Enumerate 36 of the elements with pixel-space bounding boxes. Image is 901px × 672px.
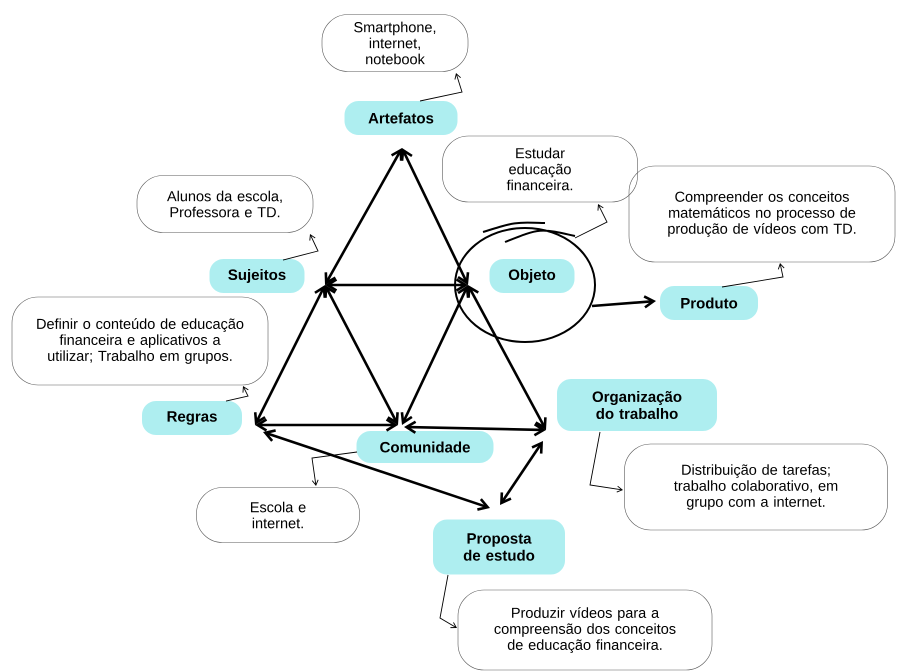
- term-label: Proposta de estudo: [433, 520, 565, 574]
- leader-line: [226, 386, 249, 402]
- term-label: Produto: [660, 286, 758, 320]
- speech-bubble: Produzir vídeos para a compreensão dos conceitos de educação financeira.: [458, 590, 712, 670]
- term-label: Sujeitos: [210, 259, 304, 293]
- term-label: Organização do trabalho: [557, 379, 717, 431]
- leader-line: [312, 452, 358, 486]
- leader-line: [440, 574, 457, 628]
- leader-line: [589, 432, 624, 493]
- term-label: Comunidade: [356, 431, 494, 463]
- speech-bubble: Escola e internet.: [196, 487, 360, 543]
- arrow: [592, 295, 656, 308]
- arrow: [254, 285, 326, 426]
- term-label: Regras: [142, 401, 242, 435]
- arrow: [324, 148, 402, 285]
- speech-bubble: Smartphone, internet, notebook: [322, 14, 468, 72]
- arrow: [255, 418, 398, 432]
- term-label: Objeto: [490, 259, 574, 293]
- arrow: [400, 285, 470, 425]
- arrow: [404, 420, 546, 436]
- speech-bubble: Alunos da escola, Professora e TD.: [136, 175, 314, 233]
- arrow: [467, 285, 547, 430]
- speech-bubble: Distribuição de tarefas; trabalho colaborativo, em grupo com a internet.: [624, 444, 888, 530]
- leader-line: [420, 73, 463, 102]
- arrow: [500, 441, 544, 505]
- arrow: [263, 429, 490, 511]
- speech-bubble: Estudar educação financeira.: [442, 136, 638, 202]
- speech-bubble: Compreender os conceitos matemáticos no processo de produção de vídeos com TD.: [628, 166, 896, 262]
- leader-line: [574, 204, 608, 238]
- leader-line: [282, 234, 319, 260]
- speech-bubble: Definir o conteúdo de educação financeira e aplicativos a utilizar; Trabalho em grupos.: [12, 296, 268, 386]
- arrow: [400, 148, 470, 285]
- term-label: Artefatos: [344, 101, 458, 135]
- arrow: [325, 278, 468, 292]
- leader-line: [722, 263, 785, 288]
- arrow: [324, 285, 399, 425]
